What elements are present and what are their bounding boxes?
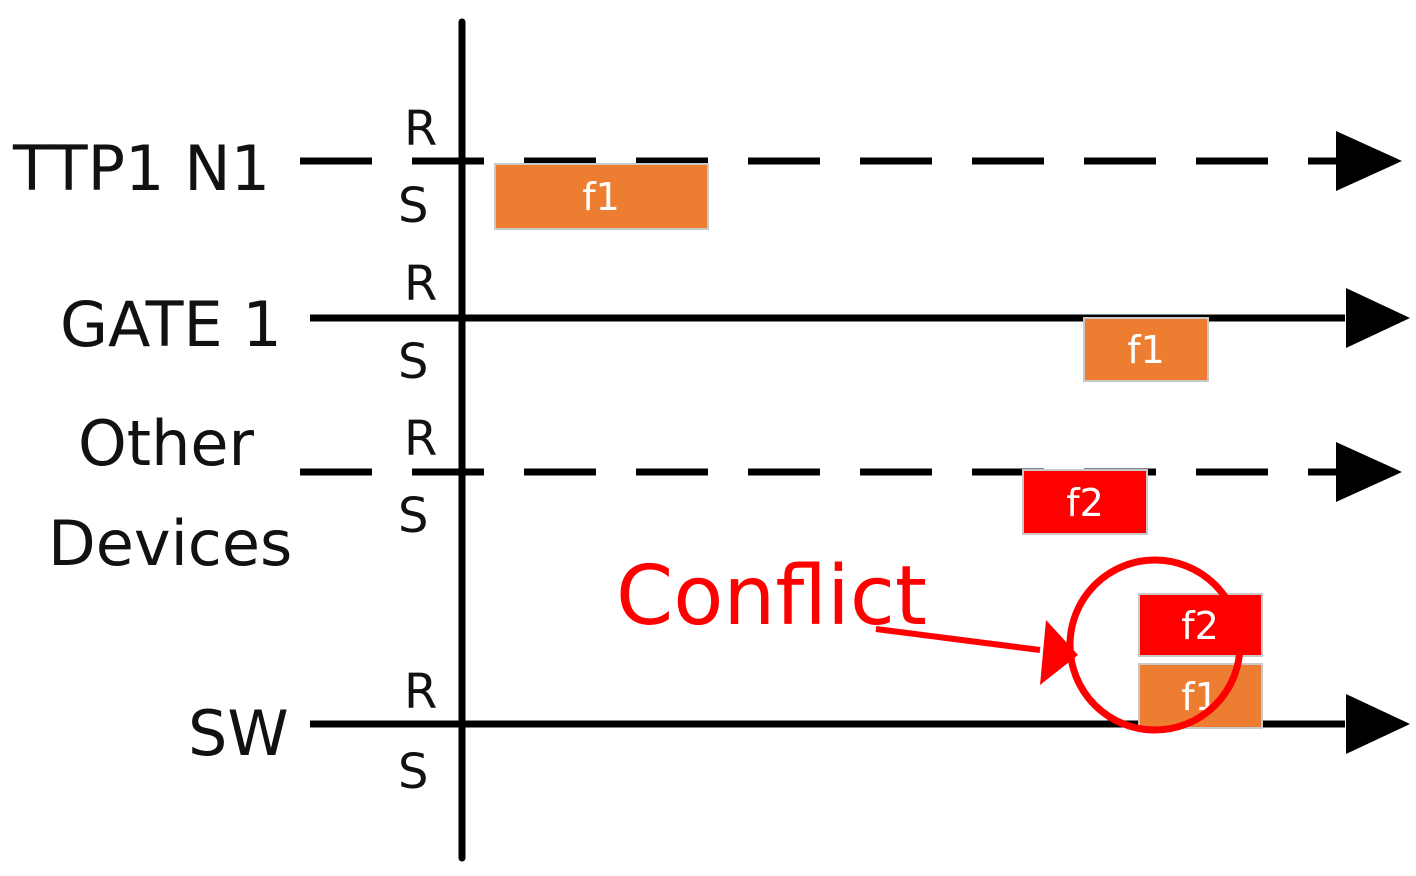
conflict-circle xyxy=(1066,556,1244,734)
frame-label: f2 xyxy=(1181,604,1219,648)
ttp1-s-label: S xyxy=(398,178,428,234)
ttp1-r-label: R xyxy=(404,101,437,157)
sw-label: SW xyxy=(188,697,289,770)
frame-ttp1-f1: f1 xyxy=(494,163,709,230)
frame-label: f1 xyxy=(582,175,620,219)
conflict-arrowhead xyxy=(1040,620,1078,685)
other-devices-r-label: R xyxy=(404,411,437,467)
frame-label: f2 xyxy=(1066,481,1104,525)
gate1-label: GATE 1 xyxy=(60,288,282,361)
frame-other-devices-f2: f2 xyxy=(1022,469,1148,535)
sw-arrowhead xyxy=(1346,694,1410,754)
frame-box xyxy=(1022,469,1148,535)
sw-s-label: S xyxy=(398,744,428,800)
ttp1-arrowhead xyxy=(1336,131,1402,191)
conflict-arrow-shaft xyxy=(875,626,1041,653)
conflict-label: Conflict xyxy=(616,549,927,644)
sw-r-label: R xyxy=(404,664,437,720)
gate1-r-label: R xyxy=(404,256,437,312)
gate1-s-label: S xyxy=(398,334,428,390)
frame-sw-f2: f2 xyxy=(1138,593,1263,657)
other-devices-arrowhead xyxy=(1336,442,1402,502)
frame-label: f1 xyxy=(1127,328,1165,372)
ttp1-label: TTP1 N1 xyxy=(12,132,270,205)
frame-box xyxy=(1083,317,1209,382)
other-devices-label-line2: Devices xyxy=(48,507,292,580)
other-devices-label-line1: Other xyxy=(78,407,255,480)
gate1-arrowhead xyxy=(1346,288,1410,348)
frame-label: f1 xyxy=(1181,675,1219,719)
other-devices-s-label: S xyxy=(398,488,428,544)
frame-box xyxy=(494,163,709,230)
frame-gate1-f1: f1 xyxy=(1083,317,1209,382)
